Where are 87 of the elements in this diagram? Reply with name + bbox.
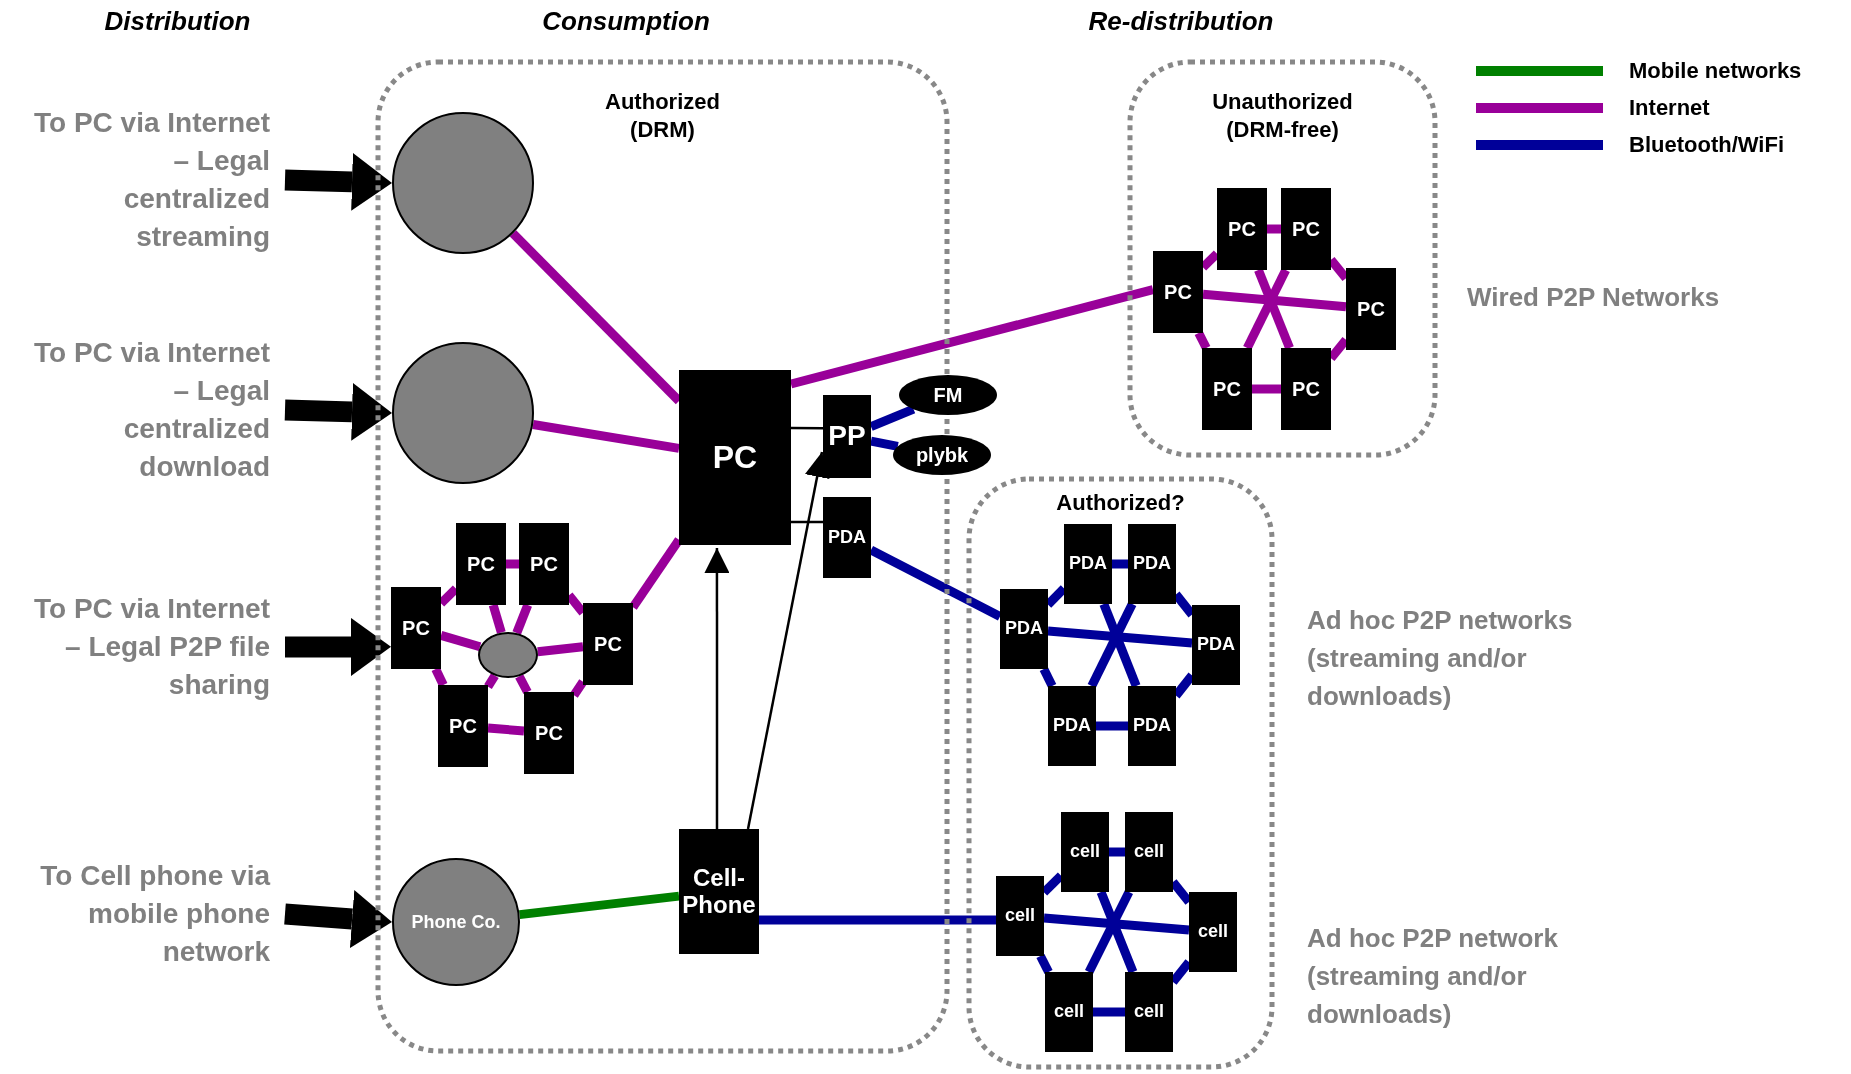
device-box: PC [679,370,791,545]
network-link [488,603,506,634]
device-box: cell [996,876,1044,956]
network-link [1093,1007,1125,1017]
network-link [1254,268,1294,350]
server-circle [478,632,538,678]
device-box: PC [583,603,633,685]
network-link [1243,268,1290,350]
connector-line [791,426,823,430]
network-link [1202,289,1347,312]
legend-label: Bluetooth/WiFi [1629,131,1784,159]
network-link [532,420,680,453]
network-link [506,559,519,569]
network-link [1096,890,1138,974]
network-link [1096,721,1128,731]
legend-label: Internet [1629,94,1710,122]
dotted-region [1127,59,1438,458]
column-heading: Distribution [103,5,252,38]
column-heading: Consumption [541,5,711,38]
device-box: PDA [1128,524,1176,604]
device-box: PDA [1064,524,1112,604]
network-link [1039,667,1057,688]
channel-label: To Cell phone via mobile phone network [6,857,270,971]
region-heading: Authorized (DRM) [604,88,721,143]
region-heading: Authorized? [1055,489,1186,517]
device-box: PC [1281,188,1331,270]
network-link [487,723,525,736]
device-box: PC [1202,348,1252,430]
channel-label: To PC via Internet – Legal P2P file sharing [25,590,270,704]
device-box: cell [1189,892,1237,972]
channel-label: To PC via Internet – Legal centralized streaming [25,104,270,256]
device-box: cell [1045,972,1093,1052]
network-link [537,642,584,657]
arrow [285,617,391,676]
device-box: PC [438,685,488,767]
network-link [1084,890,1134,974]
arrow [284,382,392,441]
network-link [515,674,532,695]
channel-label: To PC via Internet – Legal centralized download [25,334,270,486]
server-circle: Phone Co. [392,858,520,986]
device-box: Cell-Phone [679,829,759,954]
device-box: PP [823,395,871,478]
device-box: cell [1125,812,1173,892]
connector-line [791,520,823,524]
device-box: PDA [1000,589,1048,669]
network-link [1112,559,1128,569]
network-link [1047,626,1193,648]
network-link [484,673,499,689]
network-link [1087,602,1137,688]
device-box: PDA [1048,686,1096,766]
function-ellipse: plybk [893,435,991,475]
device-box: PC [519,523,569,605]
network-link [1099,602,1141,688]
network-link [512,603,532,635]
device-box: cell [1125,972,1173,1052]
function-ellipse: FM [899,375,997,415]
arrow [284,890,392,948]
network-note: Ad hoc P2P network (streaming and/or downloads) [1307,922,1559,1031]
device-box: PDA [1128,686,1176,766]
device-box: PC [1281,348,1331,430]
region-heading: Unauthorized (DRM-free) [1211,88,1354,143]
network-note: Wired P2P Networks [1467,281,1721,314]
network-link [1043,913,1190,935]
network-note: Ad hoc P2P networks (streaming and/or downloads) [1307,604,1574,713]
legend-label: Mobile networks [1629,57,1802,85]
device-box: PDA [1192,605,1240,685]
network-link [870,436,899,451]
network-link [629,537,683,610]
column-heading: Re-distribution [1087,5,1275,38]
network-link [570,679,587,698]
arrow [704,548,730,829]
device-box: PC [524,692,574,774]
device-box: PC [1153,251,1203,333]
device-box: PC [1217,188,1267,270]
device-box: cell [1061,812,1109,892]
dotted-region [966,476,1275,1070]
network-link [431,667,448,687]
network-link [1109,847,1125,857]
device-box: PC [1346,268,1396,350]
network-link [1252,384,1281,394]
network-link [759,915,996,925]
device-box: PC [456,523,506,605]
network-link [519,891,680,920]
device-box: PC [391,587,441,669]
network-link [1267,224,1281,234]
arrow [284,152,392,211]
device-box: PDA [823,497,871,578]
